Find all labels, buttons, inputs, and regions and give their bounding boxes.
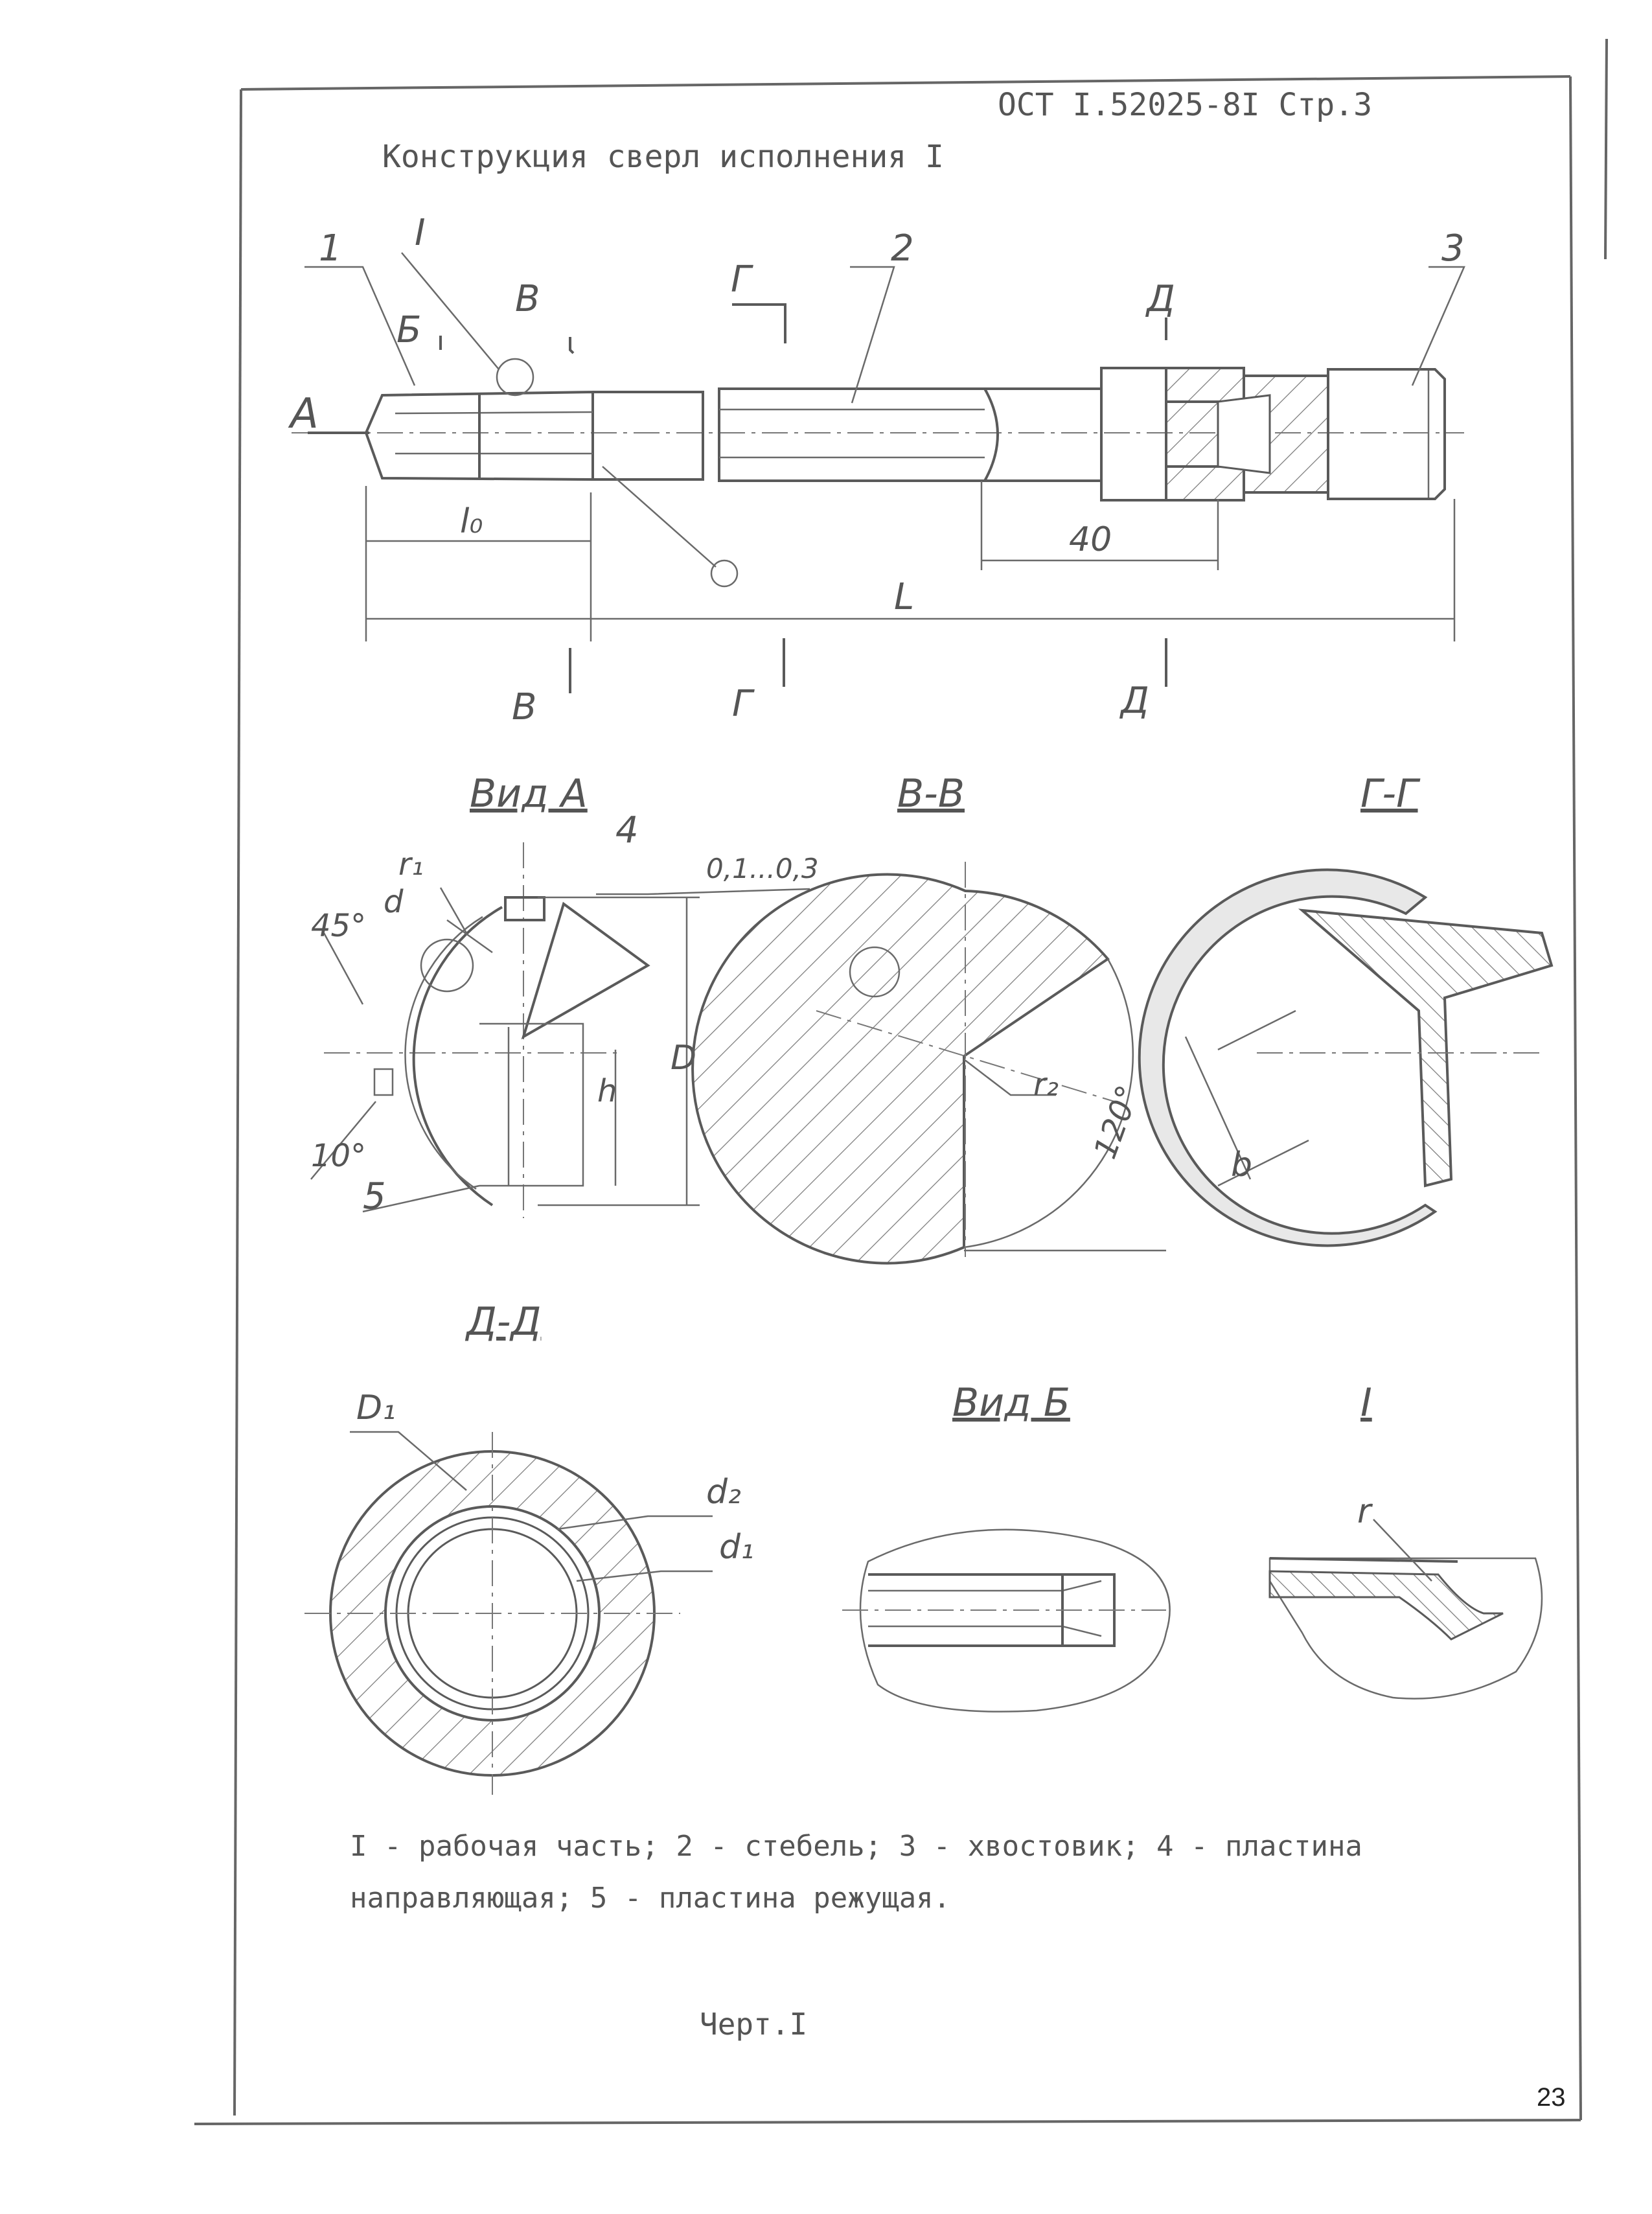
dim-l0: l₀ [460, 502, 483, 541]
view-A-45deg: 45° [311, 908, 366, 944]
section-DD-d1: d₁ [719, 1528, 754, 1567]
view-A-title: Вид А [470, 771, 588, 816]
section-DD-title: Д-Д [465, 1299, 541, 1344]
view-mark-G-top: Г [731, 259, 753, 301]
section-DD-D1: D₁ [356, 1389, 396, 1427]
document-code: ОСТ I.52025-8I Стр.3 [998, 87, 1372, 123]
page-frame [194, 38, 1608, 2125]
legend-line-2: направляющая; 5 - пластина режущая. [350, 1882, 951, 1915]
view-mark-D-top: Д [1145, 278, 1175, 320]
detail-I-title: I [1360, 1380, 1372, 1425]
view-A-h: h [597, 1073, 617, 1109]
callout-1: 1 [319, 227, 342, 270]
view-A-callout-4: 4 [615, 809, 639, 851]
section-VV-r2: r₂ [1033, 1067, 1059, 1103]
callout-detail-I: I [415, 212, 426, 254]
view-A-gap: 0,1...0,3 [706, 853, 819, 884]
section-GG-diagram [1138, 868, 1554, 1247]
view-mark-V-bottom: В [512, 686, 536, 728]
legend-line-1: I - рабочая часть; 2 - стебель; 3 - хвос… [350, 1830, 1362, 1863]
callout-2: 2 [891, 227, 914, 270]
view-A-d: d [384, 884, 404, 920]
view-A-diagram [310, 842, 810, 1218]
dim-40: 40 [1069, 520, 1112, 559]
view-mark-B: Б [396, 309, 421, 351]
view-mark-V-top: В [515, 278, 540, 320]
detail-I-diagram [1268, 1519, 1543, 1700]
detail-I-r: r [1357, 1492, 1373, 1531]
view-A-callout-5: 5 [363, 1175, 386, 1217]
section-GG-b: b [1231, 1146, 1252, 1184]
page-title: Конструкция сверл исполнения I [382, 139, 944, 175]
view-A-10deg: 10° [311, 1138, 366, 1174]
view-mark-D-bottom: Д [1119, 680, 1149, 722]
view-B-title: Вид Б [952, 1380, 1070, 1425]
drill-main-view [292, 252, 1465, 693]
section-VV-120deg: 120° [1087, 1081, 1147, 1164]
figure-label: Черт.I [700, 2007, 807, 2042]
section-DD-d2: d₂ [706, 1473, 741, 1512]
section-GG-title: Г-Г [1360, 771, 1421, 816]
view-mark-A: А [288, 390, 319, 438]
view-mark-G-bottom: Г [732, 683, 755, 725]
dim-L: L [894, 576, 914, 618]
view-B-diagram [842, 1528, 1171, 1712]
callout-3: 3 [1441, 227, 1465, 270]
view-A-r1: r₁ [398, 846, 424, 882]
section-DD-diagram [304, 1431, 713, 1795]
section-VV-diagram [691, 862, 1166, 1265]
section-VV-title: В-В [897, 771, 965, 816]
page-number: 23 [1537, 2083, 1566, 2112]
